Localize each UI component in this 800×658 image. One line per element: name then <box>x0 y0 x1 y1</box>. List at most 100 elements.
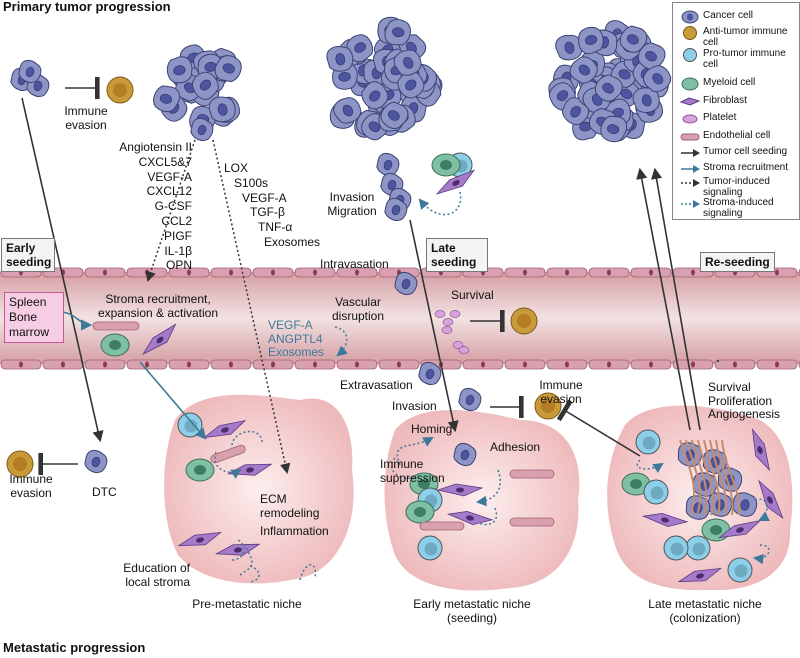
late-metastatic-niche-label: Late metastatic niche (colonization) <box>648 597 762 625</box>
endothelial-nucleus <box>691 361 695 368</box>
pro-tumor-cell-icon <box>683 48 697 62</box>
misc-dotted <box>214 451 260 583</box>
factor-item: Exosomes <box>268 345 325 359</box>
primary-tumor-invading <box>326 16 443 141</box>
extravasation-label: Extravasation <box>340 378 413 392</box>
factor-item: CCL2 <box>161 214 192 228</box>
cancer-cell <box>594 74 623 102</box>
endothelial-cell <box>509 469 555 479</box>
factor-item: IL-1β <box>164 243 192 258</box>
immune-evasion-mid-label: Immune evasion <box>539 378 583 406</box>
legend-item: Myeloid cell <box>673 77 799 91</box>
endothelial-cell <box>509 517 555 527</box>
endothelial-nucleus <box>187 269 191 276</box>
late-seeding-arrow <box>409 219 459 433</box>
pro-tumor-immune-cell-nucleus <box>670 542 684 556</box>
pro-tumor-immune-cell-nucleus <box>424 542 438 556</box>
cancer-cell <box>153 85 180 113</box>
myeloid-nucleus <box>414 507 426 517</box>
endothelial-nucleus <box>355 361 359 368</box>
endothelial-nucleus <box>607 361 611 368</box>
anti-tumor-nucleus <box>517 314 531 328</box>
endothelial-nucleus <box>565 361 569 368</box>
cancer-cell <box>361 81 389 110</box>
fibroblast <box>435 169 476 195</box>
pro-tumor-immune-cell-nucleus <box>184 419 198 433</box>
homing-label: Homing <box>411 422 453 436</box>
factor-item: G-CSF <box>154 199 192 214</box>
factor-item: Angiogenesis <box>708 407 781 421</box>
platelet <box>442 318 454 326</box>
factor-item: Proliferation <box>708 393 773 408</box>
factor-item: S100s <box>234 175 269 190</box>
cancer-cell <box>191 71 219 100</box>
spleen-bone-marrow-box: Spleen Bone marrow <box>4 292 64 343</box>
cancer-cell <box>600 115 628 143</box>
endothelial-nucleus <box>775 361 779 368</box>
endothelial-cell <box>210 444 246 464</box>
anti-tumor-nucleus <box>113 83 127 97</box>
reseeding-arrow-up-2 <box>651 167 701 431</box>
fibroblast <box>214 543 261 556</box>
cancer-cell <box>397 70 425 99</box>
cancer-cell <box>394 271 418 296</box>
legend-label: Tumor-induced signaling <box>703 176 770 198</box>
endothelial-nucleus <box>229 269 233 276</box>
legend-item: Fibroblast <box>673 95 799 109</box>
cancer-cell <box>453 442 477 467</box>
legend-label: Stroma recruitment <box>703 162 789 173</box>
legend-item: Stroma recruitment <box>673 162 799 176</box>
vasculature-strand <box>685 439 702 516</box>
endothelial-nucleus <box>271 361 275 368</box>
cancer-cell <box>166 56 193 84</box>
fibroblast <box>641 512 689 528</box>
inflammation-label: Inflammation <box>260 524 329 538</box>
cancer-cell <box>637 42 666 70</box>
tumor-seeding-arrow-icon <box>681 149 700 157</box>
endothelial-nucleus <box>649 269 653 276</box>
myeloid-nucleus <box>109 340 121 350</box>
factor-item: VEGF-A <box>147 169 192 184</box>
legend-label: Tumor cell seeding <box>703 146 788 157</box>
tumor-signaling-arrow-icon <box>681 179 700 187</box>
cancer-cell <box>84 449 108 474</box>
fibroblast <box>677 567 723 583</box>
endothelial-cell-icon <box>680 133 700 141</box>
myeloid-nucleus <box>630 479 642 489</box>
primary-tumor-small <box>153 44 242 133</box>
cancer-cell <box>418 361 442 386</box>
late-seeding-box: Late seeding <box>426 238 488 272</box>
anti-tumor-nucleus <box>13 457 27 471</box>
primary-progression-title: Primary tumor progression <box>3 0 171 14</box>
pro-tumor-immune-cell-nucleus <box>642 436 656 450</box>
factor-item: TGF-β <box>250 205 285 220</box>
endothelial-nucleus <box>145 361 149 368</box>
endothelial-nucleus <box>691 269 695 276</box>
legend-label: Pro-tumor immune cell <box>703 48 786 70</box>
legend-item: Stroma-induced signaling <box>673 197 799 219</box>
pro-tumor-immune-cell-nucleus <box>692 542 706 556</box>
endothelial-nucleus <box>313 361 317 368</box>
fibroblast <box>142 323 177 356</box>
early-metastatic-niche-label: Early metastatic niche (seeding) <box>413 597 531 625</box>
factor-item: ANGPTL4 <box>268 331 323 346</box>
tumor-seeding-arrows <box>21 97 719 443</box>
vasculature-strand <box>721 439 741 516</box>
legend-label: Endothelial cell <box>703 130 771 141</box>
cancer-cell <box>384 19 411 46</box>
fibroblast <box>436 483 484 497</box>
pro-tumor-immune-cell-nucleus <box>650 486 664 500</box>
endothelial-nucleus <box>355 269 359 276</box>
cancer-cell <box>393 49 422 76</box>
vasculature-strand <box>709 439 727 516</box>
myeloid-nucleus <box>710 525 722 535</box>
primary-tumor-reseeded <box>548 20 672 143</box>
fibroblast <box>177 531 223 547</box>
endothelial-nucleus <box>271 269 275 276</box>
immune-evasion-dtc-label: Immune evasion <box>9 472 53 500</box>
legend-label: Myeloid cell <box>703 77 756 88</box>
tumor-signaling-arrows <box>145 139 291 475</box>
education-label: Education of local stroma <box>123 561 190 589</box>
endothelial-nucleus <box>523 361 527 368</box>
